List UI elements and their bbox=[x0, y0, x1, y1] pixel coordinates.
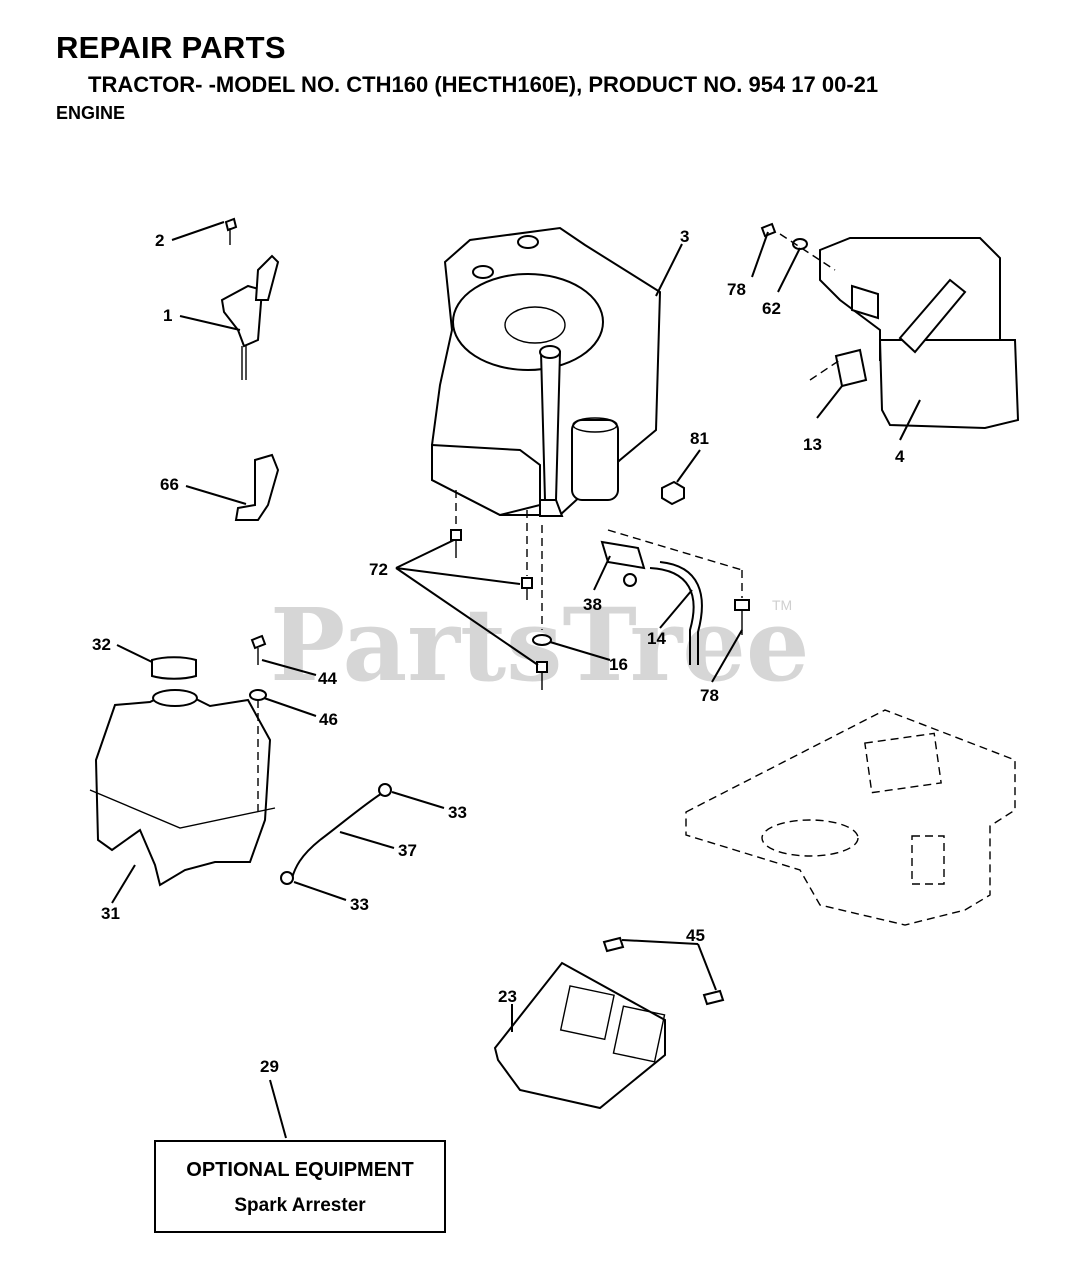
throttle-bracket-illustration bbox=[220, 217, 280, 380]
callout-13: 13 bbox=[803, 435, 822, 454]
callout-33b: 33 bbox=[350, 895, 369, 914]
muffler-illustration bbox=[760, 222, 1020, 430]
watermark-trademark: TM bbox=[772, 597, 792, 613]
callout-46: 46 bbox=[319, 710, 338, 729]
drain-valve-illustration bbox=[600, 540, 703, 665]
callout-62: 62 bbox=[762, 299, 781, 318]
callout-78b: 78 bbox=[700, 686, 719, 705]
callout-72: 78 bbox=[727, 280, 746, 299]
nut-81-illustration bbox=[661, 480, 685, 506]
bracket-66-illustration bbox=[234, 453, 280, 521]
callout-78a: 72 bbox=[369, 560, 388, 579]
callout-labels: 2 1 3 78 62 13 4 81 66 72 38 14 16 78 32… bbox=[92, 227, 905, 1076]
page-title: REPAIR PARTS bbox=[56, 30, 286, 65]
optional-equipment-box: OPTIONAL EQUIPMENT Spark Arrester bbox=[154, 1140, 446, 1233]
engine-illustration bbox=[431, 226, 662, 517]
leader-lines bbox=[111, 221, 921, 1139]
optional-equipment-title: OPTIONAL EQUIPMENT bbox=[186, 1159, 414, 1181]
callout-66: 66 bbox=[160, 475, 179, 494]
frame-illustration bbox=[685, 709, 1016, 926]
callout-14: 14 bbox=[647, 629, 666, 648]
callout-29: 29 bbox=[260, 1057, 279, 1076]
callout-1: 1 bbox=[163, 306, 172, 325]
callout-3: 3 bbox=[680, 227, 689, 246]
callout-4: 4 bbox=[895, 447, 905, 466]
callout-44: 44 bbox=[318, 669, 337, 688]
heat-shield-illustration bbox=[493, 936, 725, 1110]
fuel-tank-illustration bbox=[89, 634, 276, 887]
optional-equipment-item: Spark Arrester bbox=[234, 1195, 366, 1216]
callout-16: 16 bbox=[609, 655, 628, 674]
callout-2: 2 bbox=[155, 231, 164, 250]
bolts-78-illustration bbox=[450, 490, 750, 690]
callout-38: 38 bbox=[583, 595, 602, 614]
callout-23: 23 bbox=[498, 987, 517, 1006]
callout-33a: 33 bbox=[448, 803, 467, 822]
callout-81: 81 bbox=[690, 429, 709, 448]
section-label: ENGINE bbox=[56, 103, 126, 123]
callout-32: 32 bbox=[92, 635, 111, 654]
model-subtitle: TRACTOR- -MODEL NO. CTH160 (HECTH160E), … bbox=[88, 72, 879, 97]
fuel-line-illustration bbox=[280, 783, 392, 885]
callout-37: 37 bbox=[398, 841, 417, 860]
callout-31: 31 bbox=[101, 904, 120, 923]
callout-45: 45 bbox=[686, 926, 705, 945]
